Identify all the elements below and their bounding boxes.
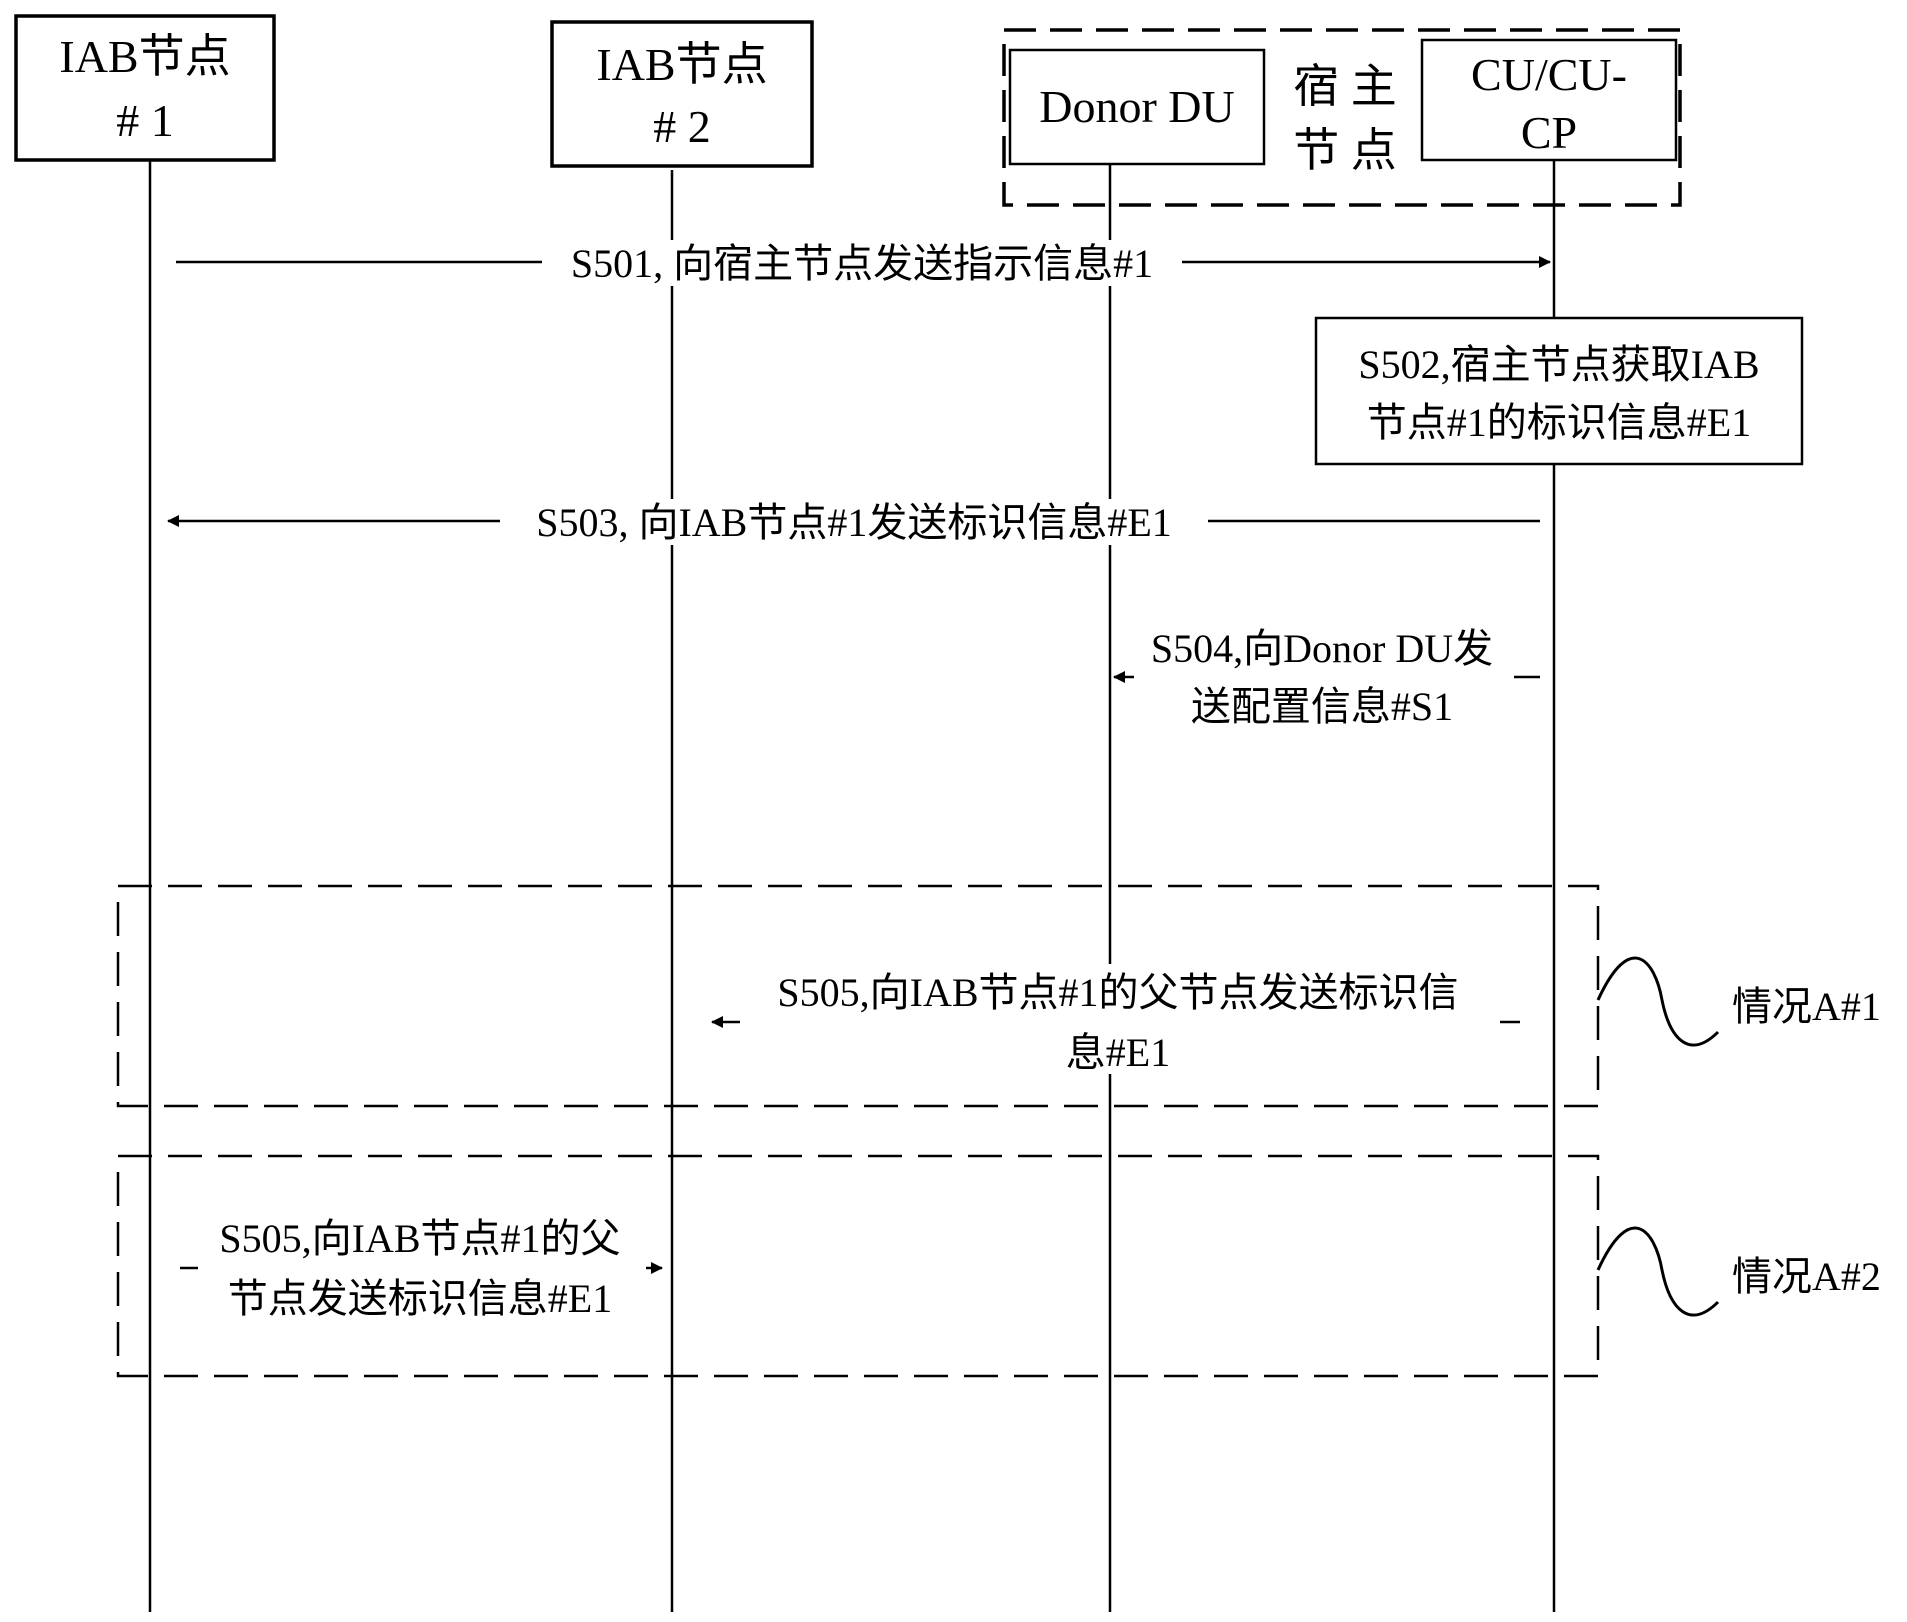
message-s503-label: S503, 向IAB节点#1发送标识信息#E1 [536, 500, 1172, 545]
participant-cu-box [1420, 38, 1678, 162]
participant-cu-line1: CU/CU- [1471, 49, 1627, 100]
host-node-label-line1: 宿 主 [1293, 61, 1397, 112]
message-s502-line1: S502,宿主节点获取IAB [1358, 342, 1759, 387]
message-s502-box [1314, 316, 1804, 466]
message-s504-line1: S504,向Donor DU发 [1151, 626, 1493, 671]
participant-iab2-box [550, 20, 814, 168]
participant-iab1-line2: # 1 [116, 95, 174, 146]
host-node-group [1002, 28, 1682, 207]
case-a1-connector [1596, 956, 1720, 1047]
message-s504-label-bg [1134, 620, 1514, 730]
message-s503-label-bg [500, 499, 1208, 545]
message-s505b-label-bg [198, 1212, 646, 1322]
message-s501-label: S501, 向宿主节点发送指示信息#1 [571, 241, 1153, 286]
message-s505b-line1: S505,向IAB节点#1的父 [219, 1216, 620, 1261]
message-s505a-line2: 息#E1 [1066, 1030, 1170, 1075]
host-node-label-line2: 节 点 [1293, 125, 1397, 176]
case-a1-label: 情况A#1 [1732, 984, 1881, 1029]
message-s505a-line1: S505,向IAB节点#1的父节点发送标识信 [777, 970, 1458, 1015]
message-s502-line2: 节点#1的标识信息#E1 [1367, 400, 1751, 445]
participant-iab2-line2: # 2 [653, 101, 711, 152]
participant-iab2-line1: IAB节点 [596, 39, 767, 90]
message-s505b-line2: 节点发送标识信息#E1 [228, 1276, 612, 1321]
participant-iab1-line1: IAB节点 [59, 31, 230, 82]
participant-iab1-box [14, 14, 276, 162]
message-s501-label-bg [542, 240, 1182, 286]
case-a2-connector [1596, 1226, 1720, 1317]
case-a2-label: 情况A#2 [1732, 1254, 1881, 1299]
participant-donor-du-label: Donor DU [1039, 81, 1234, 132]
message-s504-line2: 送配置信息#S1 [1191, 684, 1453, 729]
participant-donor-du-box [1008, 48, 1266, 166]
message-s505a-label-bg [740, 964, 1500, 1074]
participant-cu-line2: CP [1521, 107, 1577, 158]
